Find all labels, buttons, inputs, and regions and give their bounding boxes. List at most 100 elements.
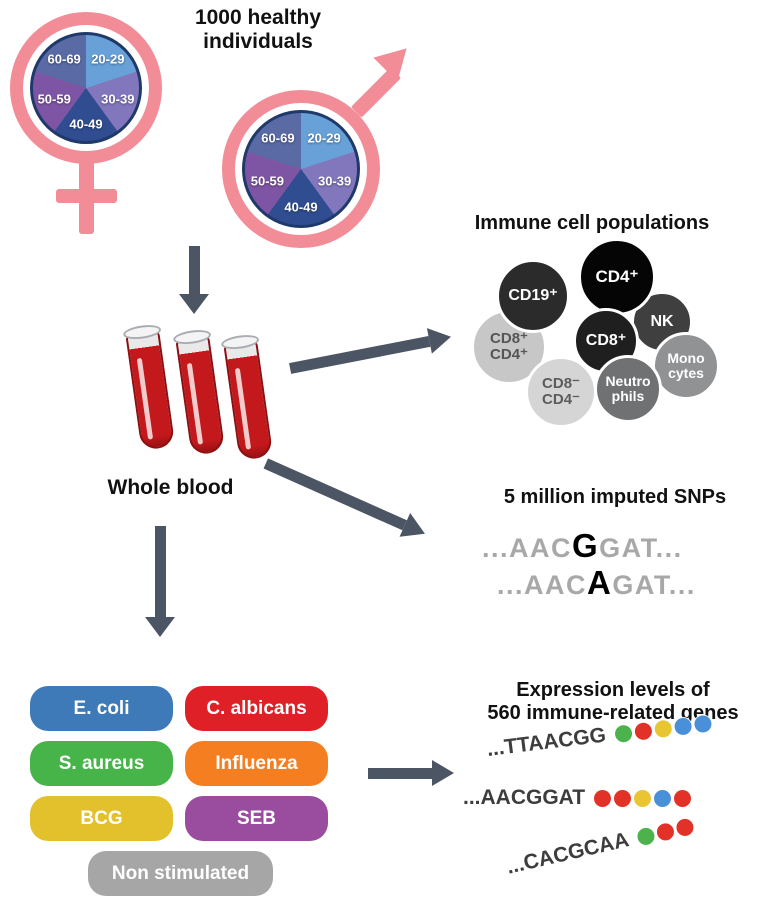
- cell-monocytes: Mono cytes: [652, 332, 720, 400]
- cell-cd19: CD19⁺: [496, 259, 570, 333]
- arrow-shaft: [289, 335, 431, 374]
- snps-heading: 5 million imputed SNPs: [503, 486, 727, 508]
- expression-heading-line1: Expression levels of: [516, 679, 710, 701]
- cell-label: Mono cytes: [667, 350, 705, 381]
- stimulus-non-stimulated: Non stimulated: [88, 851, 273, 896]
- arrow-shaft: [263, 458, 407, 531]
- figure-title: 1000 healthy individuals: [148, 6, 368, 54]
- cell-label: CD4⁺: [595, 267, 639, 287]
- gene-sequence-row: ...CACGCAA: [504, 813, 695, 879]
- arrow-head: [432, 760, 454, 786]
- figure-title-line1: 1000 healthy: [194, 6, 322, 29]
- arrow-blood-to-cells: [288, 323, 458, 381]
- red-expression-dot: [614, 789, 632, 807]
- stimulus-influenza: Influenza: [185, 741, 328, 786]
- male-pie-label-60-69: 60-69: [261, 130, 295, 146]
- arrow-head: [399, 512, 431, 546]
- arrow-head: [426, 323, 454, 354]
- yellow-expression-dot: [634, 789, 652, 807]
- blue-expression-dot: [673, 716, 693, 736]
- figure-title-line2: individuals: [203, 30, 313, 54]
- stimulus-label: S. aureus: [58, 752, 145, 774]
- tube-body: [223, 341, 274, 461]
- stimulus-label: SEB: [236, 807, 277, 829]
- tube-body: [175, 336, 226, 456]
- arrow-blood-to-snps: [261, 451, 436, 548]
- green-expression-dot: [635, 825, 656, 847]
- stimulus-label: Influenza: [215, 752, 298, 774]
- expression-heading-line2: 560 immune-related genes: [487, 702, 739, 724]
- male-pie-label-20-29: 20-29: [307, 130, 341, 146]
- snp-variant-allele: G: [572, 527, 600, 564]
- arrow-shaft: [155, 526, 166, 619]
- male-pie-label-50-59: 50-59: [250, 173, 285, 189]
- cell-label: CD19⁺: [508, 286, 558, 304]
- stimulus-s-aureus: S. aureus: [30, 741, 173, 786]
- stimulus-bcg: BCG: [30, 796, 173, 841]
- male-pie-label-30-39: 30-39: [317, 173, 352, 189]
- female-pie-label-50-59: 50-59: [37, 91, 71, 107]
- red-expression-dot: [633, 721, 653, 741]
- female-pie-label-40-49: 40-49: [69, 116, 103, 132]
- stimulus-label: BCG: [80, 807, 123, 829]
- male-pie-label-40-49: 40-49: [284, 199, 318, 215]
- cell-label: CD8⁺ CD4⁺: [490, 330, 528, 363]
- male-symbol-arrow-head: [373, 36, 419, 82]
- cell-label: CD8⁻ CD4⁻: [542, 375, 580, 408]
- expression-dots: [633, 816, 695, 847]
- snp-sequence-2: ...AACAGAT...: [497, 564, 696, 602]
- stimulus-c-albicans: C. albicans: [185, 686, 328, 731]
- cell-neutrophils: Neutro phils: [594, 355, 662, 423]
- green-expression-dot: [613, 723, 633, 743]
- stimulus-label: Non stimulated: [111, 862, 250, 884]
- stimulus-seb: SEB: [185, 796, 328, 841]
- gene-sequence-row: ...AACGGAT: [463, 786, 692, 810]
- whole-blood-label: Whole blood: [107, 476, 234, 499]
- red-expression-dot: [594, 789, 612, 807]
- arrow-shaft: [368, 768, 432, 779]
- cell-cd8neg-cd4neg: CD8⁻ CD4⁻: [525, 356, 597, 428]
- female-symbol-crossbar: [56, 189, 117, 203]
- blood-tube: [220, 332, 274, 461]
- tube-shine: [186, 362, 204, 445]
- snp-prefix: ...AAC: [482, 533, 572, 563]
- red-expression-dot: [674, 789, 692, 807]
- cell-label: NK: [650, 312, 674, 330]
- female-pie-label-20-29: 20-29: [91, 51, 125, 67]
- cell-label: CD8⁺: [585, 331, 627, 349]
- gene-sequence-text: ...CACGCAA: [504, 828, 632, 879]
- female-age-pie-chart: 20-29 30-39 40-49 50-59 60-69: [30, 32, 142, 144]
- cell-label: Neutro phils: [605, 373, 651, 404]
- expression-dots: [591, 789, 692, 807]
- stimulus-label: C. albicans: [206, 697, 307, 719]
- blue-expression-dot: [654, 789, 672, 807]
- arrow-head: [145, 617, 175, 637]
- immune-cells-heading: Immune cell populations: [474, 212, 710, 234]
- female-pie-label-60-69: 60-69: [47, 51, 81, 67]
- blood-tube: [172, 327, 226, 456]
- expression-heading: Expression levels of 560 immune-related …: [460, 679, 766, 725]
- female-pie-label-30-39: 30-39: [101, 91, 135, 107]
- tube-shine: [136, 357, 154, 440]
- yellow-expression-dot: [653, 718, 673, 738]
- arrow-head: [179, 294, 209, 314]
- tube-body: [125, 331, 176, 451]
- arrow-head-wrap: [432, 760, 456, 786]
- snp-variant-allele: A: [587, 564, 613, 601]
- snp-suffix: GAT...: [599, 533, 683, 563]
- gene-sequence-text: ...TTAACGG: [485, 723, 608, 761]
- arrow-shaft: [189, 246, 200, 296]
- snp-sequence-1: ...AACGGAT...: [482, 527, 683, 565]
- blue-expression-dot: [693, 714, 713, 733]
- red-expression-dot: [654, 821, 676, 842]
- cell-cd4: CD4⁺: [578, 238, 656, 316]
- gene-sequence-text: ...AACGGAT: [463, 786, 586, 809]
- tube-shine: [234, 367, 252, 450]
- snp-prefix: ...AAC: [497, 570, 587, 600]
- male-age-pie-chart: 20-29 30-39 40-49 50-59 60-69: [242, 110, 360, 228]
- red-expression-dot: [674, 816, 695, 838]
- blood-tube: [122, 322, 176, 451]
- snp-suffix: GAT...: [612, 570, 696, 600]
- stimulus-e-coli: E. coli: [30, 686, 173, 731]
